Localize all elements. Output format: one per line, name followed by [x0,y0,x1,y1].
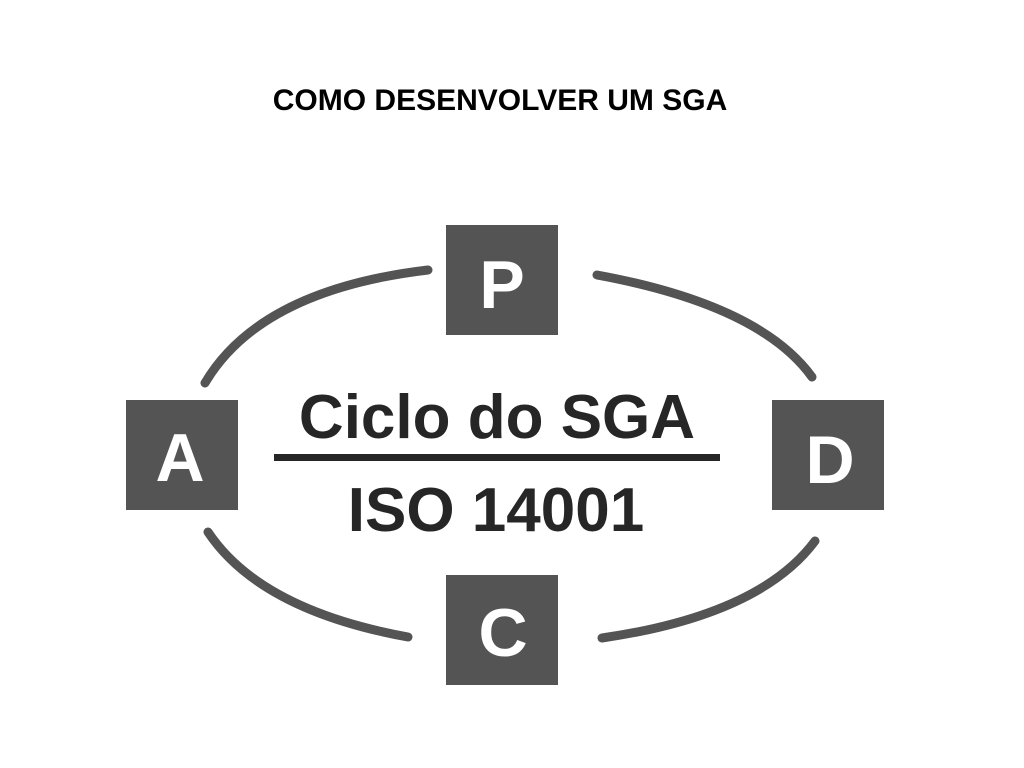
step-do-box: D [772,400,884,510]
slide-title: COMO DESENVOLVER UM SGA [272,84,728,117]
center-title: Ciclo do SGA [299,383,695,452]
step-plan-box: P [446,225,558,335]
step-act-box: A [126,400,238,510]
cycle-arc-bottom-right [597,536,820,643]
center-subtitle: ISO 14001 [348,476,644,545]
step-act-label: A [155,420,204,496]
step-plan-label: P [479,247,524,323]
step-check-box: C [446,575,558,685]
cycle-arc-bottom-left [203,527,413,642]
cycle-arc-top-right [592,270,817,382]
center-divider [274,454,720,461]
step-do-label: D [805,422,854,498]
step-check-label: C [478,595,527,671]
cycle-arc-top-left [200,265,433,388]
